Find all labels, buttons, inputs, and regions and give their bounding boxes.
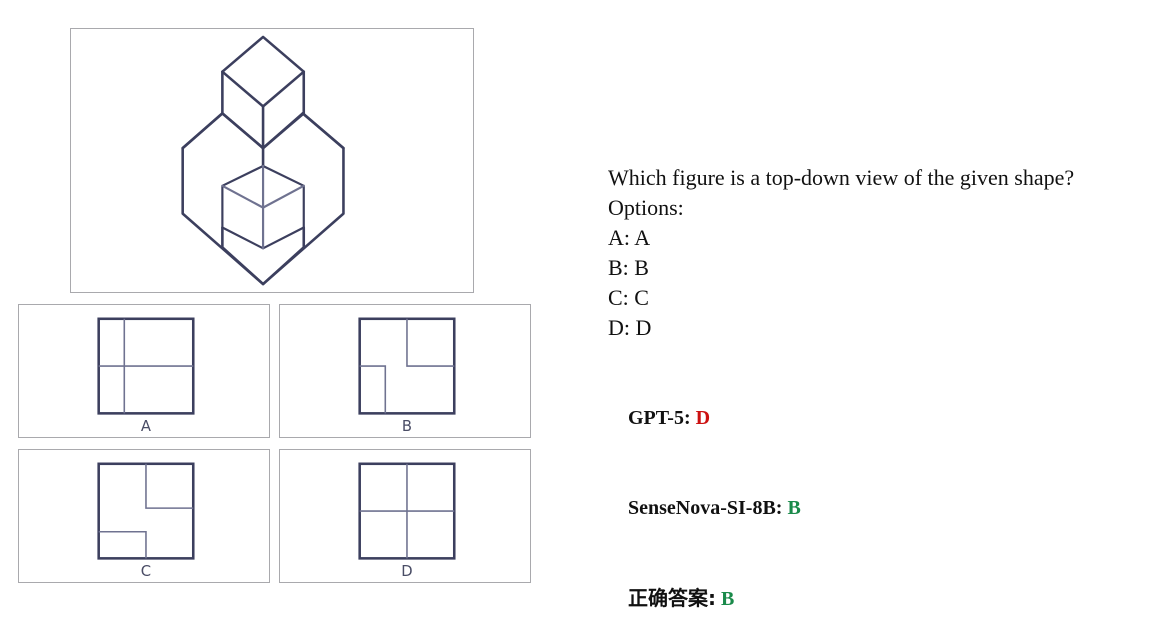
question-prompt: Which figure is a top-down view of the g… [608, 165, 1075, 190]
option-figure-b: B [358, 317, 456, 435]
isometric-shape-figure [181, 35, 345, 286]
answer-label-groundtruth: 正确答案: [628, 586, 716, 610]
option-panel-a[interactable]: A [18, 304, 270, 438]
option-panel-d[interactable]: D [279, 449, 531, 583]
option-line-a: A: A [608, 225, 651, 250]
option-label-c: C [141, 563, 151, 580]
answer-value-groundtruth: B [721, 588, 735, 610]
answer-row-groundtruth: 正确答案: B [608, 553, 1163, 644]
option-figure-a: A [97, 317, 195, 435]
option-figure-c: C [97, 462, 195, 580]
option-label-d: D [401, 563, 412, 580]
option-figure-d: D [358, 462, 456, 580]
figure-area: A B C [0, 0, 560, 622]
question-block: Which figure is a top-down view of the g… [608, 163, 1163, 343]
option-panel-b[interactable]: B [279, 304, 531, 438]
main-figure-panel [70, 28, 474, 293]
options-header: Options: [608, 195, 684, 220]
answer-label-sensenova: SenseNova-SI-8B: [628, 497, 783, 519]
answer-value-gpt5: D [695, 407, 711, 429]
answer-row-gpt5: GPT-5: D [608, 373, 1163, 463]
option-label-a: A [141, 418, 151, 435]
option-panel-c[interactable]: C [18, 449, 270, 583]
option-line-d: D: D [608, 315, 652, 340]
answer-row-sensenova: SenseNova-SI-8B: B [608, 463, 1163, 553]
option-line-b: B: B [608, 255, 649, 280]
answer-label-gpt5: GPT-5: [628, 407, 691, 429]
option-line-c: C: C [608, 285, 649, 310]
option-label-b: B [402, 418, 412, 435]
answers-block: GPT-5: D SenseNova-SI-8B: B 正确答案: B [608, 373, 1163, 644]
answer-value-sensenova: B [787, 497, 801, 519]
